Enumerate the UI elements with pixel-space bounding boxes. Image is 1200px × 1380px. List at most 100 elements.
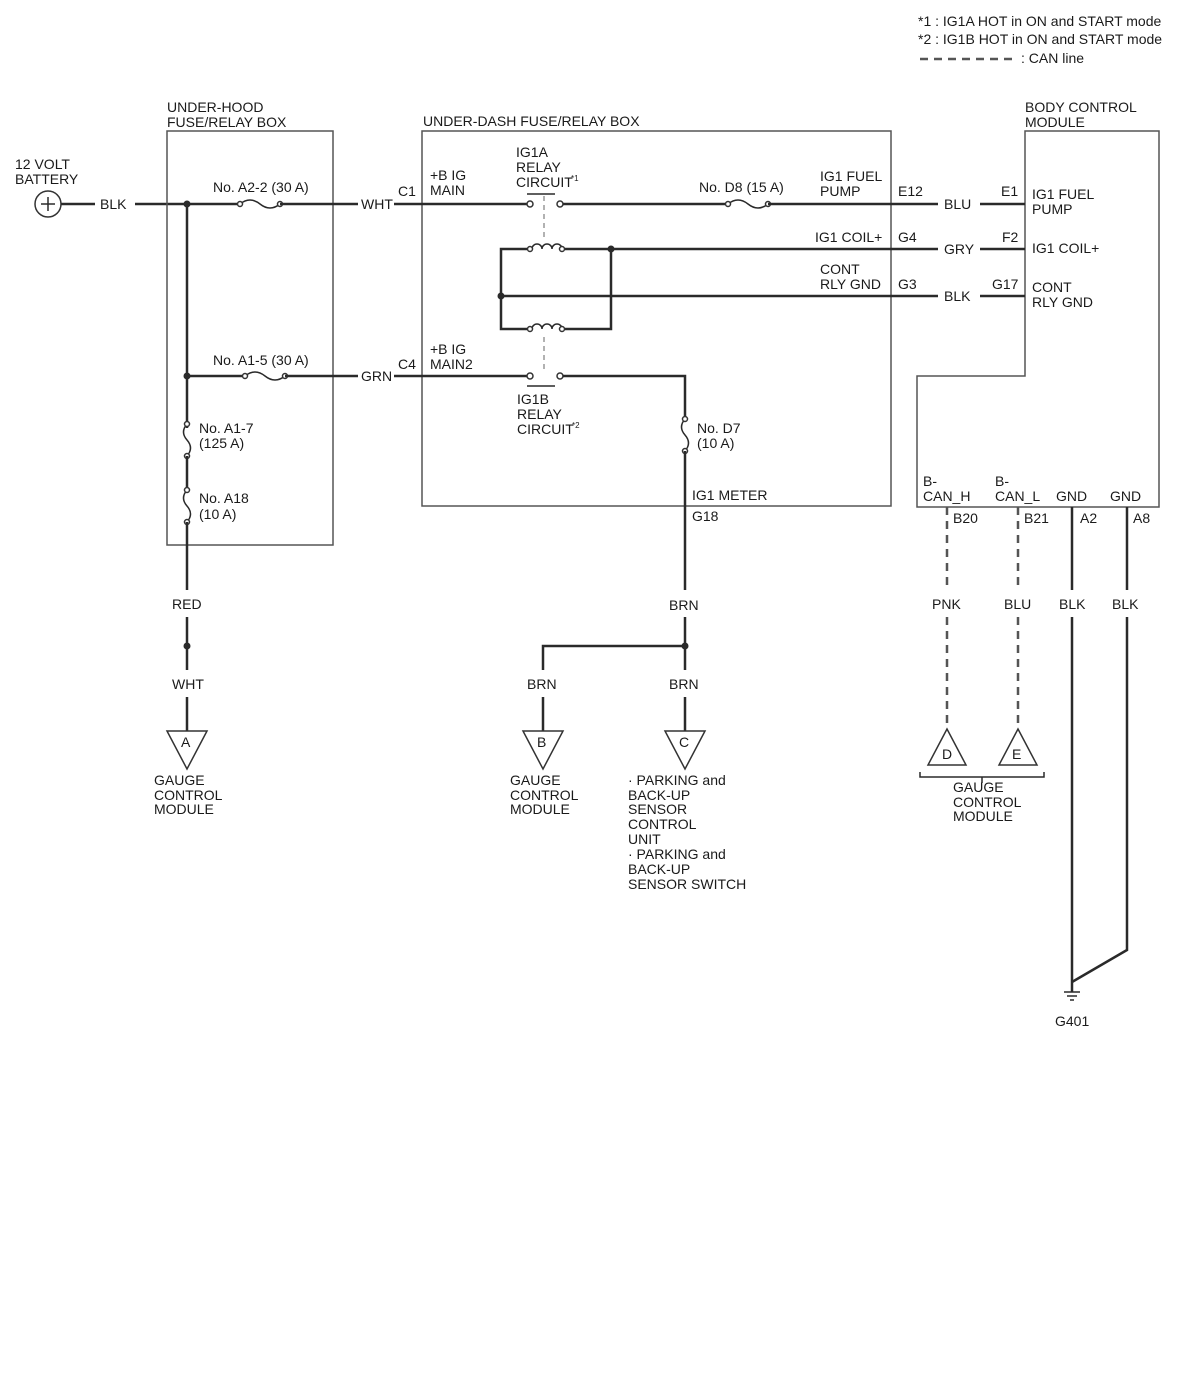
fuse-d8-terminal-left: [724, 200, 732, 208]
ig1b-contact-right: [556, 372, 564, 380]
parking-line-7: BACK-UP: [628, 861, 690, 877]
destination-gcm-de: GAUGE CONTROL MODULE: [953, 779, 1022, 824]
legend-can-line-label: : CAN line: [1021, 50, 1084, 66]
connector-c-label: C: [679, 734, 689, 750]
battery-wire-color: BLK: [100, 196, 127, 212]
connector-b: B: [521, 730, 565, 771]
gcm-de-line-3: MODULE: [953, 808, 1013, 824]
wire-blk-a8: BLK: [1112, 596, 1139, 612]
pin-g4: G4: [898, 229, 917, 245]
connector-b-triangle-icon: [521, 730, 565, 771]
legend-note-2: *2 : IG1B HOT in ON and START mode: [918, 31, 1162, 47]
pin-g3: G3: [898, 276, 917, 292]
ig1-meter-label: IG1 METER: [692, 487, 767, 503]
fuse-a2-2-terminal-left: [236, 200, 244, 208]
wire-brn-3: BRN: [669, 676, 699, 692]
ig1a-label-3: CIRCUIT: [516, 174, 573, 190]
ground-label: G401: [1055, 1013, 1089, 1029]
pin-c1: C1: [398, 183, 416, 199]
fuse-d7-terminal-top: [681, 415, 689, 423]
pin-a8: A8: [1133, 510, 1150, 526]
ig1a-label-1: IG1A: [516, 144, 549, 160]
connector-b-label: B: [537, 734, 546, 750]
fuse-a18-label-2: (10 A): [199, 506, 236, 522]
connector-e-label: E: [1012, 746, 1021, 762]
ig1-fuel-label-1: IG1 FUEL: [820, 168, 882, 184]
pin-g17: G17: [992, 276, 1019, 292]
ig1-coil-label: IG1 COIL+: [815, 229, 882, 245]
fuse-a1-5-label: No. A1-5 (30 A): [213, 352, 309, 368]
wire-blk-a2: BLK: [1059, 596, 1086, 612]
under-hood-title-2: FUSE/RELAY BOX: [167, 114, 287, 130]
ig1b-label-2: RELAY: [517, 406, 563, 422]
fuse-a2-2-icon: [239, 199, 281, 209]
body-control-module: BODY CONTROL MODULE BLU E1 IG1 FUEL PUMP…: [916, 99, 1160, 1029]
pin-c4: C4: [398, 356, 416, 372]
gnd-label-2: GND: [1110, 488, 1141, 504]
ig1a-label-2: RELAY: [516, 159, 562, 175]
gcm-a-line-3: MODULE: [154, 801, 214, 817]
bigmain2-label-2: MAIN2: [430, 356, 473, 372]
pin-a2: A2: [1080, 510, 1097, 526]
gcm-b-line-2: CONTROL: [510, 787, 579, 803]
ig1b-coil-terminal-right: [558, 325, 566, 333]
battery: 12 VOLT BATTERY BLK: [15, 156, 240, 218]
wire-c1-color: WHT: [361, 196, 393, 212]
gcm-b-line-1: GAUGE: [510, 772, 561, 788]
bcm-coil-label: IG1 COIL+: [1032, 240, 1099, 256]
wire-blu: BLU: [944, 196, 971, 212]
parking-line-1: · PARKING and: [628, 772, 726, 788]
bcm-title-1: BODY CONTROL: [1025, 99, 1137, 115]
bcm-outline: [916, 130, 1160, 508]
ig1a-superscript: *1: [571, 174, 579, 183]
connector-a-triangle-icon: [165, 730, 209, 771]
legend-note-1: *1 : IG1A HOT in ON and START mode: [918, 13, 1162, 29]
ig1-fuel-label-2: PUMP: [820, 183, 860, 199]
fuse-a18-terminal-top: [183, 486, 191, 494]
wire-brn-1: BRN: [669, 597, 699, 613]
relay-coil-loop: [499, 247, 613, 331]
parking-line-3: SENSOR: [628, 801, 687, 817]
gnd-label-1: GND: [1056, 488, 1087, 504]
bcan-l-label-2: CAN_L: [995, 488, 1040, 504]
connector-e-triangle-icon: [997, 727, 1039, 766]
fuse-a1-7-label-2: (125 A): [199, 435, 244, 451]
fuse-d7-label-1: No. D7: [697, 420, 741, 436]
pin-b21: B21: [1024, 510, 1049, 526]
wire-red-label: RED: [172, 596, 202, 612]
pin-g18: G18: [692, 508, 719, 524]
connector-c: C: [663, 730, 707, 771]
legend: *1 : IG1A HOT in ON and START mode *2 : …: [918, 13, 1162, 66]
bcm-fuel-label-1: IG1 FUEL: [1032, 186, 1094, 202]
ig1b-label-3: CIRCUIT: [517, 421, 574, 437]
bcm-cont-label-1: CONT: [1032, 279, 1072, 295]
wire-pnk: PNK: [932, 596, 961, 612]
fuse-a1-7-icon: [182, 423, 192, 457]
under-dash-box-outline: [421, 130, 892, 507]
fuse-d7-icon: [680, 418, 690, 452]
fuse-d7-label-2: (10 A): [697, 435, 734, 451]
connector-c-triangle-icon: [663, 730, 707, 771]
cont-label-1: CONT: [820, 261, 860, 277]
fuse-d8-label: No. D8 (15 A): [699, 179, 784, 195]
connector-d: D: [926, 727, 968, 766]
red-wht-splice: [183, 642, 191, 650]
destination-gcm-b: GAUGE CONTROL MODULE: [510, 772, 579, 817]
ig1b-coil-icon: [531, 323, 563, 330]
destination-parking: · PARKING and BACK-UP SENSOR CONTROL UNI…: [628, 772, 746, 892]
pin-b20: B20: [953, 510, 978, 526]
wire-c4-color: GRN: [361, 368, 392, 384]
under-hood-title-1: UNDER-HOOD: [167, 99, 263, 115]
ig1b-contact-left: [526, 372, 534, 380]
bcm-title-2: MODULE: [1025, 114, 1085, 130]
under-hood-box-outline: [166, 130, 334, 546]
bigmain2-label-1: +B IG: [430, 341, 466, 357]
bcm-cont-label-2: RLY GND: [1032, 294, 1093, 310]
parking-line-6: · PARKING and: [628, 846, 726, 862]
destination-gcm-a: GAUGE CONTROL MODULE: [154, 772, 223, 817]
fuse-a1-7-label-1: No. A1-7: [199, 420, 254, 436]
battery-label-line-2: BATTERY: [15, 171, 79, 187]
parking-line-5: UNIT: [628, 831, 661, 847]
connector-e: E: [997, 727, 1039, 766]
